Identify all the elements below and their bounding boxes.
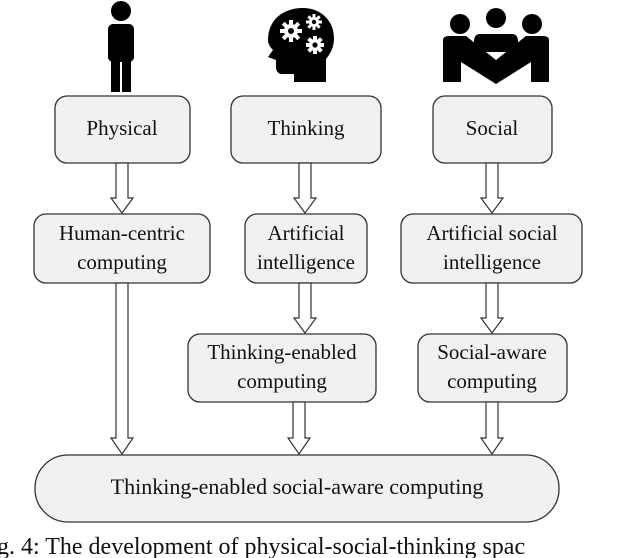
figure-caption: g. 4: The development of physical-social… [0, 534, 525, 558]
arrow-thinking-to-ai [292, 162, 318, 215]
asi-label-line1: Artificial social [426, 221, 557, 245]
tec-label-line2: computing [237, 369, 327, 393]
arrow-asi-to-sac [479, 282, 505, 335]
human-centric-label-line2: computing [77, 250, 167, 274]
arrow-physical-to-hcc [109, 162, 135, 215]
artificial-social-intelligence-box: Artificial social intelligence [400, 213, 583, 284]
tec-label-line1: Thinking-enabled [207, 340, 357, 364]
final-computing-box: Thinking-enabled social-aware computing [34, 454, 560, 523]
social-label: Social [466, 116, 519, 140]
artificial-intelligence-box: Artificial intelligence [244, 213, 368, 284]
arrow-hcc-to-final [109, 282, 135, 456]
arrow-tec-to-final [286, 401, 312, 456]
physical-label: Physical [86, 116, 157, 140]
sac-label-line2: computing [447, 369, 537, 393]
ai-label-line1: Artificial [268, 221, 345, 245]
social-aware-computing-box: Social-aware computing [417, 333, 568, 403]
physical-box: Physical [54, 95, 191, 164]
arrow-social-to-asi [479, 162, 505, 215]
head-gears-icon [268, 8, 334, 82]
thinking-enabled-computing-box: Thinking-enabled computing [187, 333, 377, 403]
arrow-ai-to-tec [292, 282, 318, 335]
social-box: Social [432, 95, 553, 164]
final-label: Thinking-enabled social-aware computing [111, 474, 484, 499]
group-icon [443, 8, 549, 84]
person-icon [108, 1, 134, 92]
ai-label-line2: intelligence [257, 250, 355, 274]
asi-label-line2: intelligence [443, 250, 541, 274]
thinking-label: Thinking [268, 116, 345, 140]
thinking-box: Thinking [230, 95, 382, 164]
human-centric-label-line1: Human-centric [59, 221, 185, 245]
sac-label-line1: Social-aware [437, 340, 547, 364]
arrow-sac-to-final [479, 401, 505, 456]
human-centric-computing-box: Human-centric computing [33, 213, 211, 284]
